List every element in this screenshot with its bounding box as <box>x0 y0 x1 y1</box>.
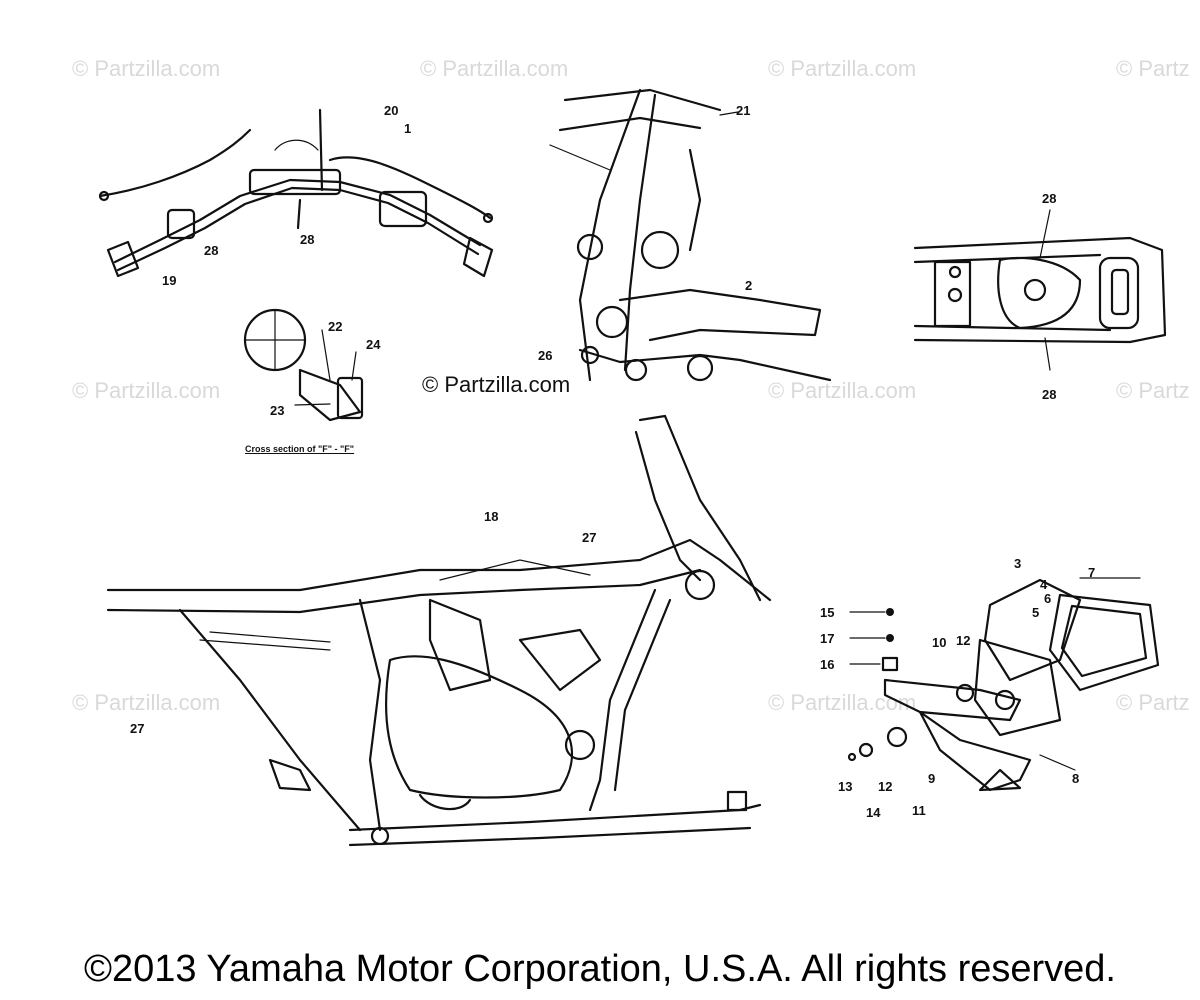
callout-label: 7 <box>1088 565 1096 580</box>
callout-label: 12 <box>956 633 971 648</box>
callout-label: 19 <box>162 273 177 288</box>
callout-label: 26 <box>538 348 553 363</box>
watermark: © Partz <box>1116 56 1190 81</box>
callout-label: 4 <box>1040 577 1048 592</box>
callout-label: 6 <box>1044 591 1052 606</box>
callout-label: 15 <box>820 605 835 620</box>
callout-label: 28 <box>300 232 315 247</box>
watermark: © Partzilla.com <box>72 378 221 403</box>
watermark: © Partzilla.com <box>420 56 569 81</box>
callout-label: 28 <box>1042 191 1057 206</box>
callout-label: 27 <box>582 530 597 545</box>
watermark: © Partzilla.com <box>72 56 221 81</box>
callout-label: 18 <box>484 509 499 524</box>
center-watermark: © Partzilla.com <box>422 372 571 397</box>
callout-label: 17 <box>820 631 835 646</box>
section-caption: Cross section of "F" - "F" <box>245 444 355 454</box>
watermark: © Partz <box>1116 378 1190 403</box>
main-frame-drawing <box>106 414 772 847</box>
callout-label: 9 <box>928 771 936 786</box>
callout-label: 2 <box>745 278 753 293</box>
callout-label: 14 <box>866 805 881 820</box>
watermark: © Partzilla.com <box>768 690 917 715</box>
callout-label: 11 <box>912 803 926 818</box>
copyright-notice: ©2013 Yamaha Motor Corporation, U.S.A. A… <box>84 948 1116 990</box>
callout-label: 27 <box>130 721 145 736</box>
taillight-drawing <box>847 577 1160 792</box>
watermark: © Partz <box>1116 690 1190 715</box>
callout-label: 16 <box>820 657 835 672</box>
callout-label: 1 <box>404 121 412 136</box>
watermark: © Partzilla.com <box>768 56 917 81</box>
cross-section-drawing <box>243 308 364 422</box>
callout-label: 20 <box>384 103 399 118</box>
callout-label: 8 <box>1072 771 1080 786</box>
callout-label: 12 <box>878 779 893 794</box>
frame-front-drawing <box>549 88 832 382</box>
handlebar-drawing <box>98 108 494 278</box>
watermark: © Partzilla.com <box>72 690 221 715</box>
callout-label: 10 <box>932 635 947 650</box>
callout-label: 28 <box>1042 387 1057 402</box>
callout-label: 13 <box>838 779 853 794</box>
callout-label: 28 <box>204 243 219 258</box>
rear-view-drawing <box>913 209 1167 371</box>
callout-label: 21 <box>736 103 751 118</box>
watermark: © Partzilla.com <box>768 378 917 403</box>
callout-label: 22 <box>328 319 343 334</box>
callout-label: 5 <box>1032 605 1040 620</box>
callout-label: 23 <box>270 403 285 418</box>
callout-label: 24 <box>366 337 381 352</box>
callout-label: 3 <box>1014 556 1022 571</box>
